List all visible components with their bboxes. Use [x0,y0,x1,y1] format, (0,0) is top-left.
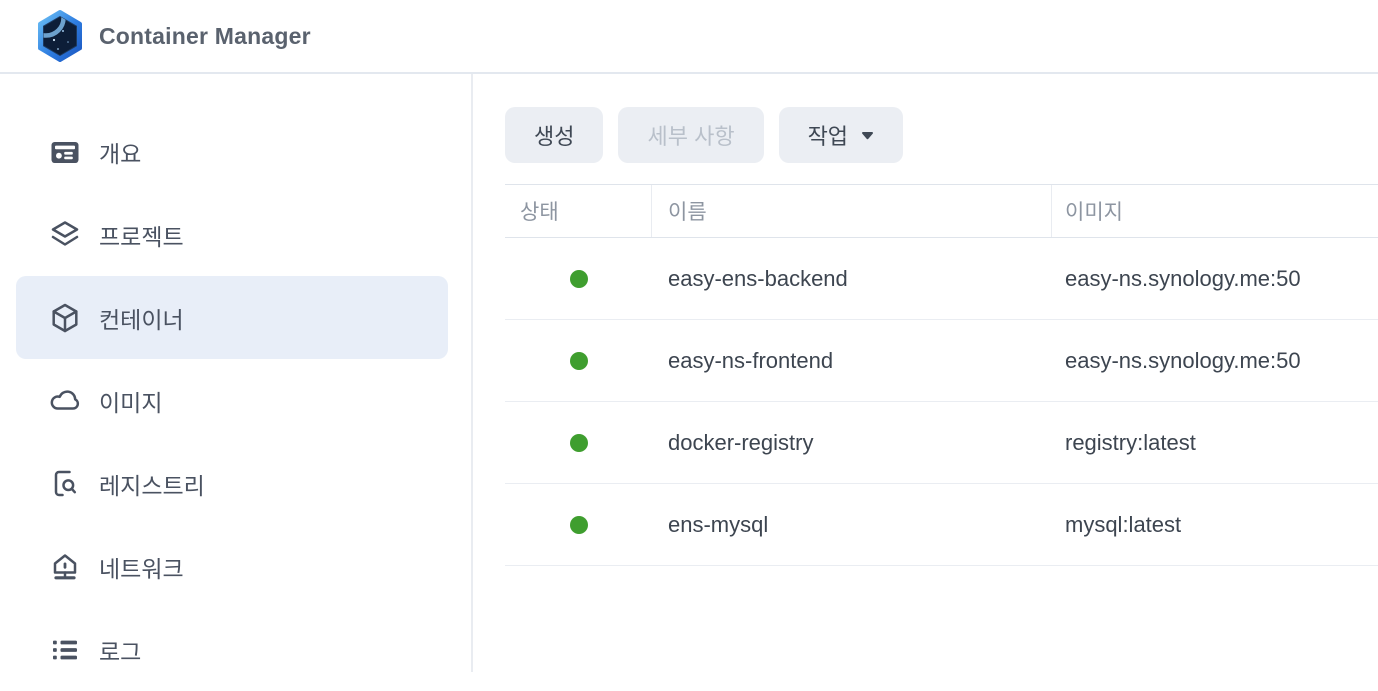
status-running-dot [569,351,588,370]
sidebar-item-overview[interactable]: 개요 [16,110,448,193]
sidebar-item-registry[interactable]: 레지스트리 [16,442,448,525]
sidebar-item-label: 로그 [99,638,142,665]
network-icon [53,553,77,579]
create-button[interactable]: 생성 [505,107,604,163]
action-dropdown-button[interactable]: 작업 [778,107,904,163]
main-content: 생성 세부 사항 작업 상태 이름 이미지 easy-ens-backend e… [473,74,1378,672]
sidebar-item-network[interactable]: 네트워크 [16,525,448,608]
container-name: easy-ns-frontend [668,347,834,373]
chevron-down-icon [862,131,874,139]
image-icon [50,389,80,410]
status-cell [505,351,652,370]
overview-icon [51,141,79,163]
table-row[interactable]: easy-ns-frontend easy-ns.synology.me:50 [505,320,1378,402]
status-cell [505,433,652,452]
container-image: easy-ns.synology.me:50 [1065,265,1301,291]
sidebar-item-label: 프로젝트 [99,223,184,250]
container-image: mysql:latest [1065,511,1182,537]
container-image: easy-ns.synology.me:50 [1065,347,1301,373]
registry-icon [54,470,77,496]
sidebar-item-label: 컨테이너 [99,306,184,333]
container-name: docker-registry [668,429,814,455]
sidebar: 개요 프로젝트 컨테이너 이미지 [0,74,473,672]
sidebar-item-projects[interactable]: 프로젝트 [16,193,448,276]
status-running-dot [569,269,588,288]
action-dropdown-label: 작업 [807,124,849,149]
status-running-dot [569,433,588,452]
table-row[interactable]: ens-mysql mysql:latest [505,484,1378,566]
containers-table: 상태 이름 이미지 easy-ens-backend easy-ns.synol… [505,184,1378,566]
sidebar-item-label: 레지스트리 [99,472,205,499]
container-name: ens-mysql [668,511,769,537]
sidebar-item-label: 이미지 [99,389,163,416]
sidebar-item-logs[interactable]: 로그 [16,608,448,691]
status-cell [505,269,652,288]
container-name: easy-ens-backend [668,265,848,291]
projects-icon [51,220,79,246]
column-header-name[interactable]: 이름 [652,185,1052,237]
container-image: registry:latest [1065,429,1196,455]
status-cell [505,515,652,534]
table-header-row: 상태 이름 이미지 [505,184,1378,238]
container-icon [52,303,78,332]
sidebar-item-label: 개요 [99,140,142,167]
toolbar: 생성 세부 사항 작업 [505,107,1378,163]
details-button[interactable]: 세부 사항 [618,107,764,163]
app-header: Container Manager [0,0,1378,74]
table-row[interactable]: easy-ens-backend easy-ns.synology.me:50 [505,238,1378,320]
sidebar-item-containers[interactable]: 컨테이너 [16,276,448,359]
container-manager-logo-icon [38,10,82,62]
column-header-status[interactable]: 상태 [505,185,652,237]
status-running-dot [569,515,588,534]
column-header-image[interactable]: 이미지 [1065,201,1123,224]
sidebar-item-images[interactable]: 이미지 [16,359,448,442]
sidebar-item-label: 네트워크 [99,555,184,582]
table-row[interactable]: docker-registry registry:latest [505,402,1378,484]
log-icon [53,640,77,659]
app-title: Container Manager [99,22,311,49]
